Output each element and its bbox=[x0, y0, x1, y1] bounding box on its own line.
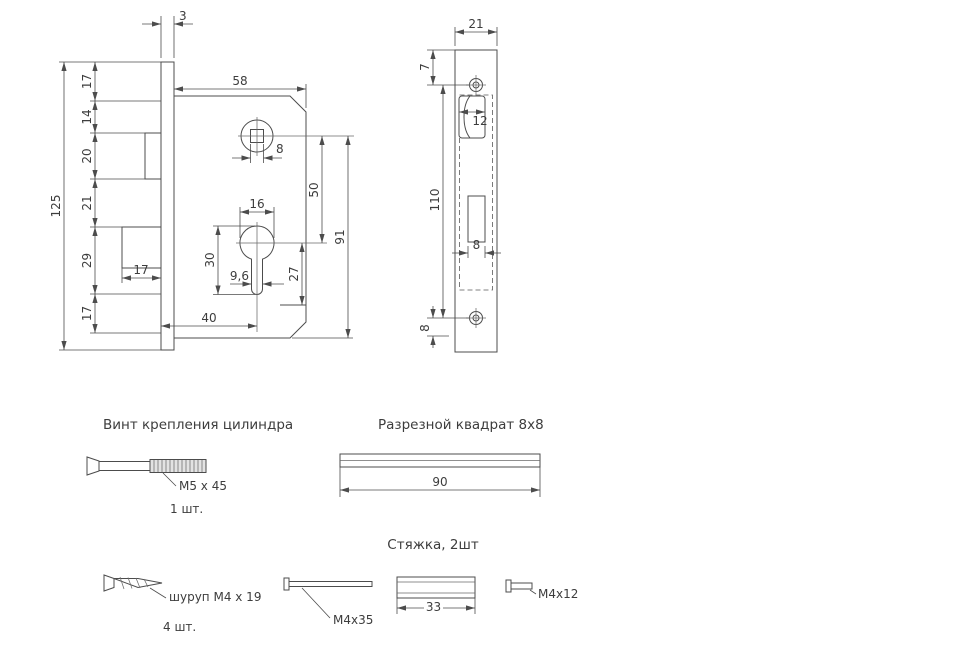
bolt-short-label: M4x12 bbox=[538, 587, 578, 601]
dim-91-label: 91 bbox=[333, 229, 347, 244]
bolt-short-head bbox=[505, 579, 512, 593]
dim-30: 30 bbox=[203, 225, 255, 295]
dead-bolt bbox=[121, 226, 162, 269]
dim-125-label: 125 bbox=[49, 195, 63, 218]
screw-thread bbox=[149, 459, 207, 473]
dim-27-label: 27 bbox=[287, 266, 301, 281]
dim-7-label: 7 bbox=[418, 63, 432, 71]
faceplate-front-view: 21 7 12 110 8 bbox=[418, 17, 501, 353]
latch-face-curve bbox=[463, 95, 471, 139]
dim-16-label: 16 bbox=[249, 197, 264, 211]
cylinder-screw-size-label: M5 x 45 bbox=[179, 479, 227, 493]
dim-40: 40 bbox=[161, 311, 257, 329]
dim-8-bolt: 8 bbox=[452, 238, 501, 258]
dim-3: 3 bbox=[142, 9, 193, 58]
dim-7: 7 bbox=[418, 49, 469, 86]
cylinder-screw-figure: Винт крепления цилиндра M5 x 45 1 шт. bbox=[86, 417, 293, 516]
dim-110: 110 bbox=[427, 85, 469, 319]
wood-screw-label: шуруп M4 x 19 bbox=[169, 590, 261, 604]
dim-3-label: 3 bbox=[179, 9, 187, 23]
cylinder-screw-title: Винт крепления цилиндра bbox=[103, 417, 293, 433]
dim-90-label: 90 bbox=[432, 475, 447, 489]
dim-17-bolt-label: 17 bbox=[133, 263, 148, 277]
bolt-long-label: M4x35 bbox=[333, 613, 373, 627]
wood-screw-head bbox=[103, 574, 115, 592]
square-spindle-figure: Разрезной квадрат 8x8 90 bbox=[339, 417, 544, 497]
latch-bolt bbox=[144, 132, 162, 180]
wood-screw-qty-label: 4 шт. bbox=[163, 620, 196, 634]
dim-33-label: 33 bbox=[426, 600, 441, 614]
deadbolt-cutout bbox=[467, 195, 486, 243]
lock-side-view: 3 17 14 20 21 29 17 bbox=[49, 9, 354, 351]
dim-12: 12 bbox=[459, 109, 488, 128]
dim-8-square-label: 8 bbox=[276, 142, 284, 156]
dim-12-label: 12 bbox=[472, 114, 487, 128]
tie-set-title: Стяжка, 2шт bbox=[387, 537, 479, 553]
dim-30-label: 30 bbox=[203, 252, 217, 267]
dim-20-label: 20 bbox=[80, 148, 94, 163]
left-extension-lines bbox=[59, 61, 161, 351]
dim-50-label: 50 bbox=[307, 182, 321, 197]
dim-8-bolt-label: 8 bbox=[473, 238, 481, 252]
dim-27: 27 bbox=[287, 243, 305, 305]
dim-91: 91 bbox=[292, 136, 353, 339]
dim-8-bottom: 8 bbox=[418, 306, 449, 348]
dim-9-6: 9,6 bbox=[230, 269, 284, 287]
dim-9-6-label: 9,6 bbox=[230, 269, 249, 283]
square-spindle-title: Разрезной квадрат 8x8 bbox=[378, 417, 544, 433]
lock-faceplate-edge bbox=[160, 61, 175, 351]
dim-8-square: 8 bbox=[232, 142, 284, 163]
dim-14-label: 14 bbox=[80, 109, 94, 124]
screw-shaft bbox=[98, 461, 151, 471]
bolt-long-head bbox=[283, 577, 290, 591]
dim-17-bolt: 17 bbox=[121, 263, 161, 283]
tie-sleeve bbox=[396, 576, 476, 599]
dim-16: 16 bbox=[239, 197, 275, 238]
dim-21-plate: 21 bbox=[454, 17, 498, 46]
dim-125: 125 bbox=[49, 62, 67, 350]
tie-set-figure: Стяжка, 2шт шуруп M4 x 19 4 шт. M4x35 33… bbox=[103, 537, 578, 634]
dim-58: 58 bbox=[174, 74, 307, 108]
dim-40-label: 40 bbox=[201, 311, 216, 325]
dim-8-bottom-label: 8 bbox=[418, 324, 432, 332]
cylinder-screw-qty-label: 1 шт. bbox=[170, 502, 203, 516]
dim-58-label: 58 bbox=[232, 74, 247, 88]
left-dimension-chain: 17 14 20 21 29 17 bbox=[80, 62, 98, 333]
dim-50: 50 bbox=[307, 136, 325, 243]
dim-29-label: 29 bbox=[80, 253, 94, 268]
bolt-long-shaft bbox=[288, 581, 373, 587]
bolt-short-shaft bbox=[510, 582, 533, 590]
dim-21-plate-label: 21 bbox=[468, 17, 483, 31]
dim-21-label: 21 bbox=[80, 195, 94, 210]
dim-17-top-label: 17 bbox=[80, 74, 94, 89]
dim-33-label-mask bbox=[424, 600, 443, 613]
dim-17-bottom-label: 17 bbox=[80, 306, 94, 321]
screw-head bbox=[86, 456, 100, 476]
dim-110-label: 110 bbox=[428, 189, 442, 212]
